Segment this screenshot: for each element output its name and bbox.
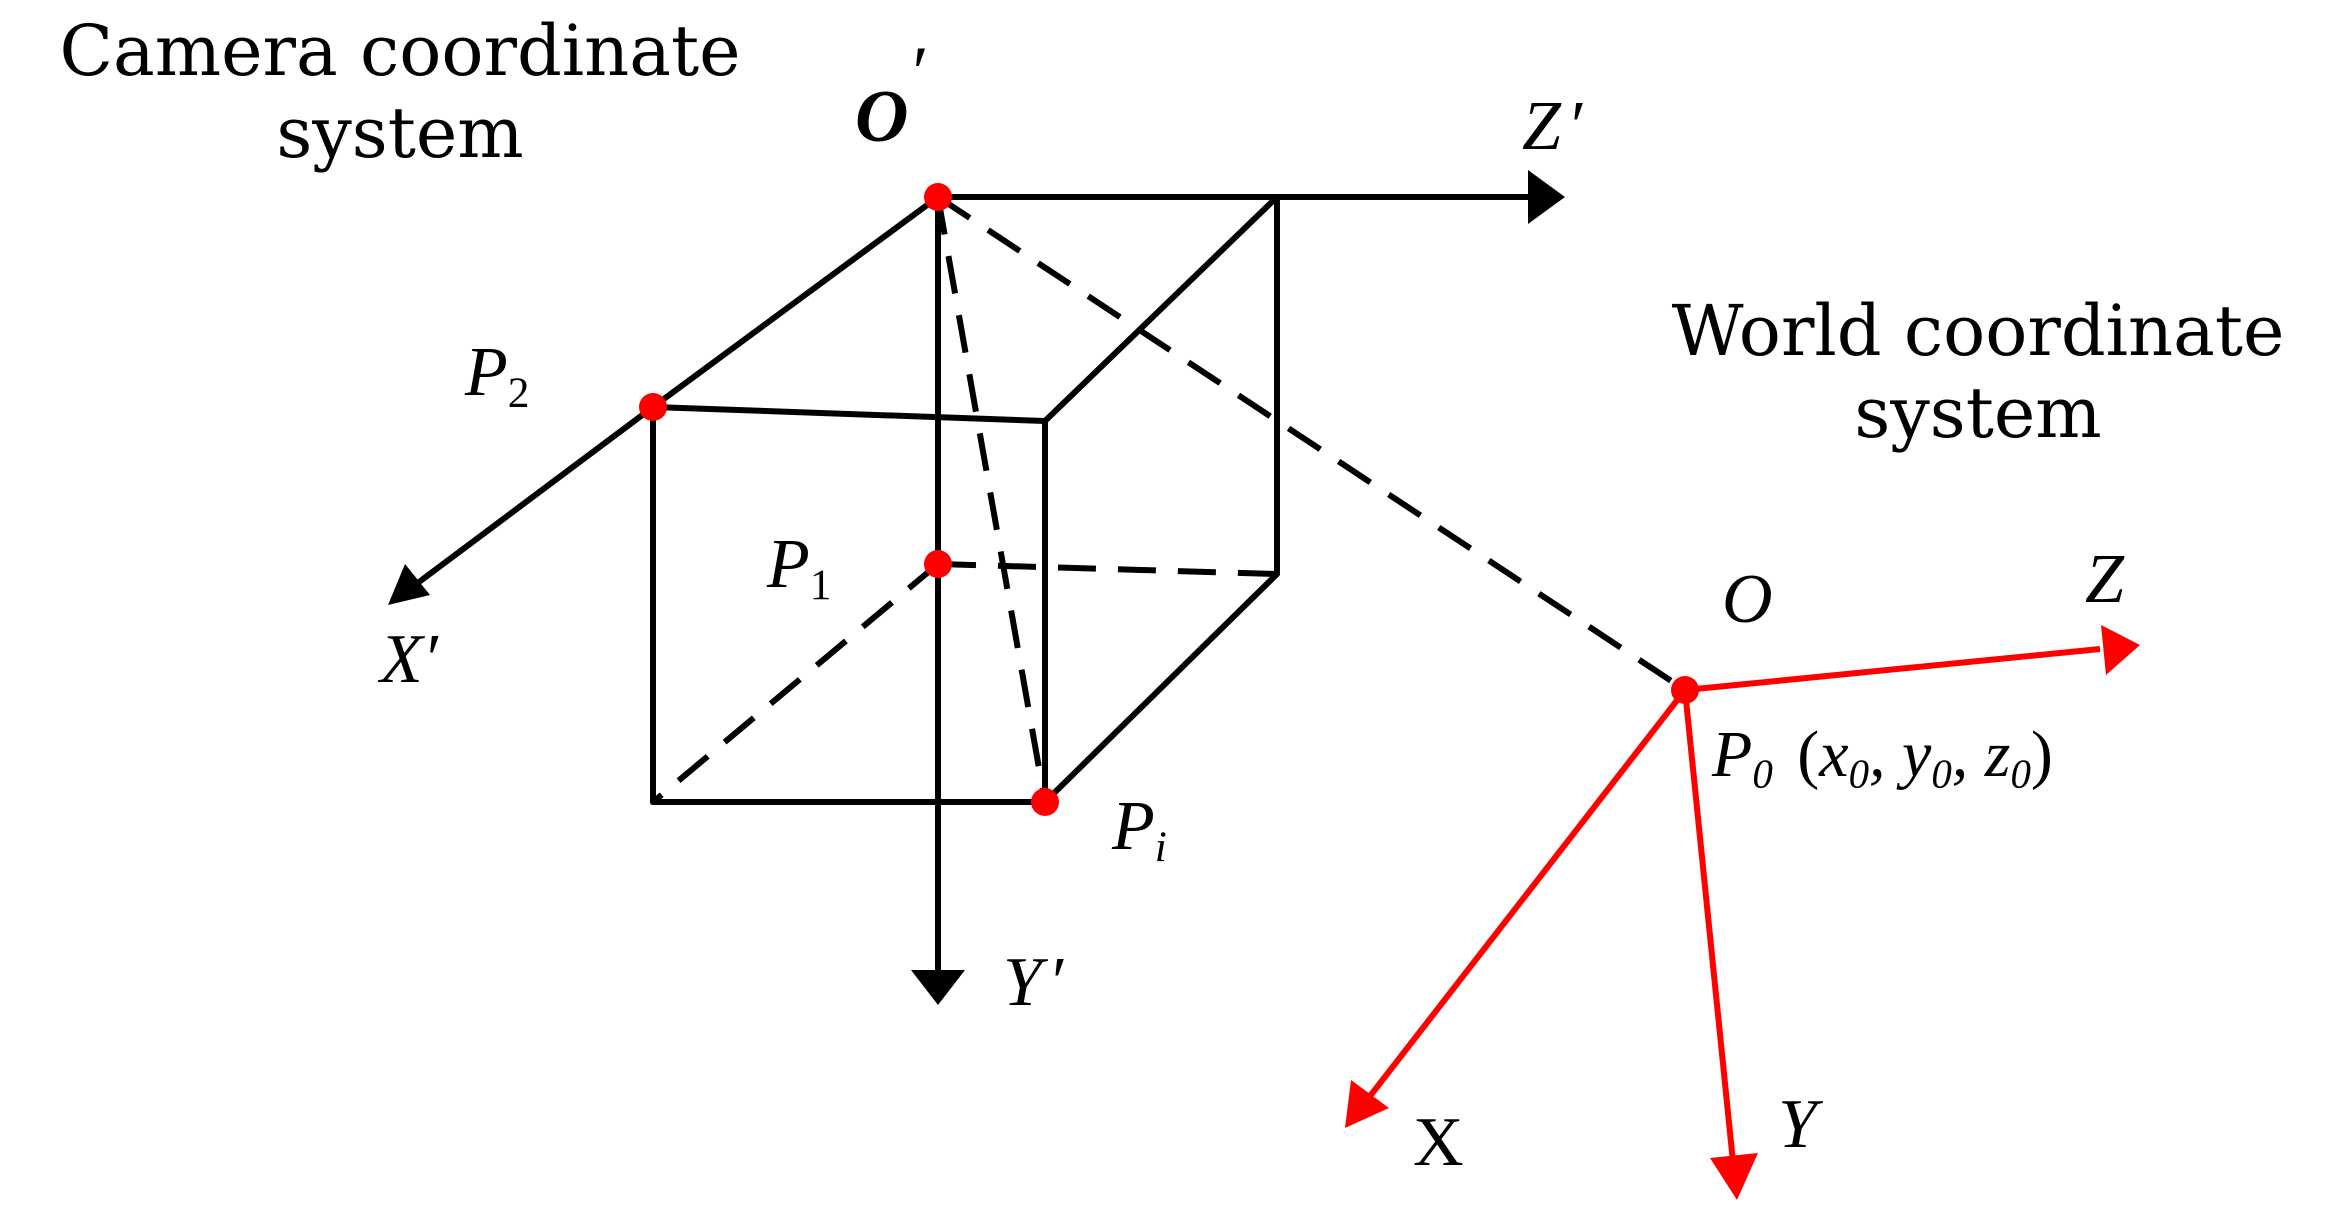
p0-x-sub: 0 — [1848, 751, 1870, 797]
point-p0-world-origin — [1671, 676, 1699, 704]
world-system-title: World coordinate system — [1608, 290, 2348, 454]
camera-axis-z-base: Z — [1522, 88, 1561, 165]
p1-sub: 1 — [809, 561, 832, 610]
p0-z-sub: 0 — [2010, 751, 2031, 797]
camera-origin-label: O′ — [855, 36, 929, 154]
camera-system-title: Camera coordinate system — [0, 10, 800, 174]
p2-sub: 2 — [507, 369, 530, 418]
world-axes — [1345, 625, 2140, 1200]
projection-line-o-to-world — [936, 194, 1687, 693]
camera-axis-z-prime: ′ — [1570, 88, 1587, 165]
p0-y-sub: 0 — [1931, 751, 1952, 797]
p0-x: x — [1819, 718, 1849, 791]
world-axis-y-label: Y — [1778, 1086, 1817, 1163]
camera-axis-x-prime: ′ — [426, 621, 443, 698]
world-axis-x-line — [1364, 688, 1688, 1102]
camera-axis-x-base: X — [380, 621, 423, 698]
point-p2 — [639, 393, 667, 421]
camera-title-line1: Camera coordinate — [59, 10, 741, 92]
point-p1 — [924, 550, 952, 578]
camera-dashed-lines — [651, 194, 1687, 805]
camera-title-line2: system — [276, 92, 524, 174]
point-camera-origin — [924, 183, 952, 211]
p0-z: z — [1984, 718, 2011, 791]
camera-origin-prime: ′ — [912, 32, 929, 114]
hidden-edge-p1-bottom — [651, 561, 940, 805]
p2-label: P2 — [465, 338, 529, 416]
camera-axis-y-base: Y — [1003, 944, 1042, 1021]
world-title-line1: World coordinate — [1671, 290, 2285, 372]
camera-axis-x-arrowhead — [388, 564, 430, 605]
p2-base: P — [465, 334, 508, 411]
p1-base: P — [767, 526, 810, 603]
pi-label: Pi — [1112, 792, 1167, 870]
world-title-line2: system — [1854, 372, 2102, 454]
camera-axis-z-label: Z′ — [1522, 92, 1586, 162]
camera-solid-edges — [650, 194, 1280, 805]
p0-sub: 0 — [1752, 751, 1773, 797]
p0-label: P0 (x0, y0, z0) — [1712, 722, 2053, 795]
world-axis-y-arrowhead — [1710, 1153, 1758, 1200]
camera-axis-x-label: X′ — [380, 625, 442, 695]
world-axis-z-label: Z — [2085, 541, 2124, 618]
camera-edge-bottom-diagonal — [1042, 571, 1280, 805]
world-axis-x-label: X — [1413, 1104, 1464, 1181]
pi-base: P — [1112, 788, 1155, 865]
p1-label: P1 — [767, 530, 831, 608]
points — [639, 183, 1699, 816]
world-origin-label: O — [1722, 561, 1773, 638]
camera-axis-x-line — [413, 404, 655, 588]
p0-close-paren: ) — [2030, 718, 2053, 791]
camera-axis-y-prime: ′ — [1051, 944, 1068, 1021]
camera-edge-top-side — [650, 404, 1048, 424]
world-axis-x-arrowhead — [1345, 1080, 1389, 1128]
world-axis-z-arrowhead — [2101, 625, 2140, 675]
camera-axis-y-arrowhead — [911, 970, 965, 1005]
camera-edge-top-left — [650, 194, 941, 410]
p0-base: P — [1712, 718, 1753, 791]
pi-sub: i — [1154, 823, 1167, 872]
world-axis-z-line — [1684, 646, 2101, 693]
camera-edge-top-diagonal — [1042, 194, 1280, 424]
point-pi — [1031, 788, 1059, 816]
p0-open-paren: ( — [1797, 718, 1820, 791]
p0-sep2: , — [1951, 718, 1969, 791]
hidden-edge-p1-right — [937, 561, 1278, 577]
camera-axes — [388, 170, 1565, 1005]
camera-axis-y-label: Y′ — [1003, 948, 1067, 1018]
camera-origin-base: O — [855, 76, 909, 158]
world-axis-y-line — [1682, 689, 1736, 1163]
camera-axis-z-arrowhead — [1528, 170, 1565, 224]
projection-line-o-to-pi — [935, 196, 1048, 803]
p0-sep1: , — [1869, 718, 1886, 791]
p0-y: y — [1902, 718, 1932, 791]
